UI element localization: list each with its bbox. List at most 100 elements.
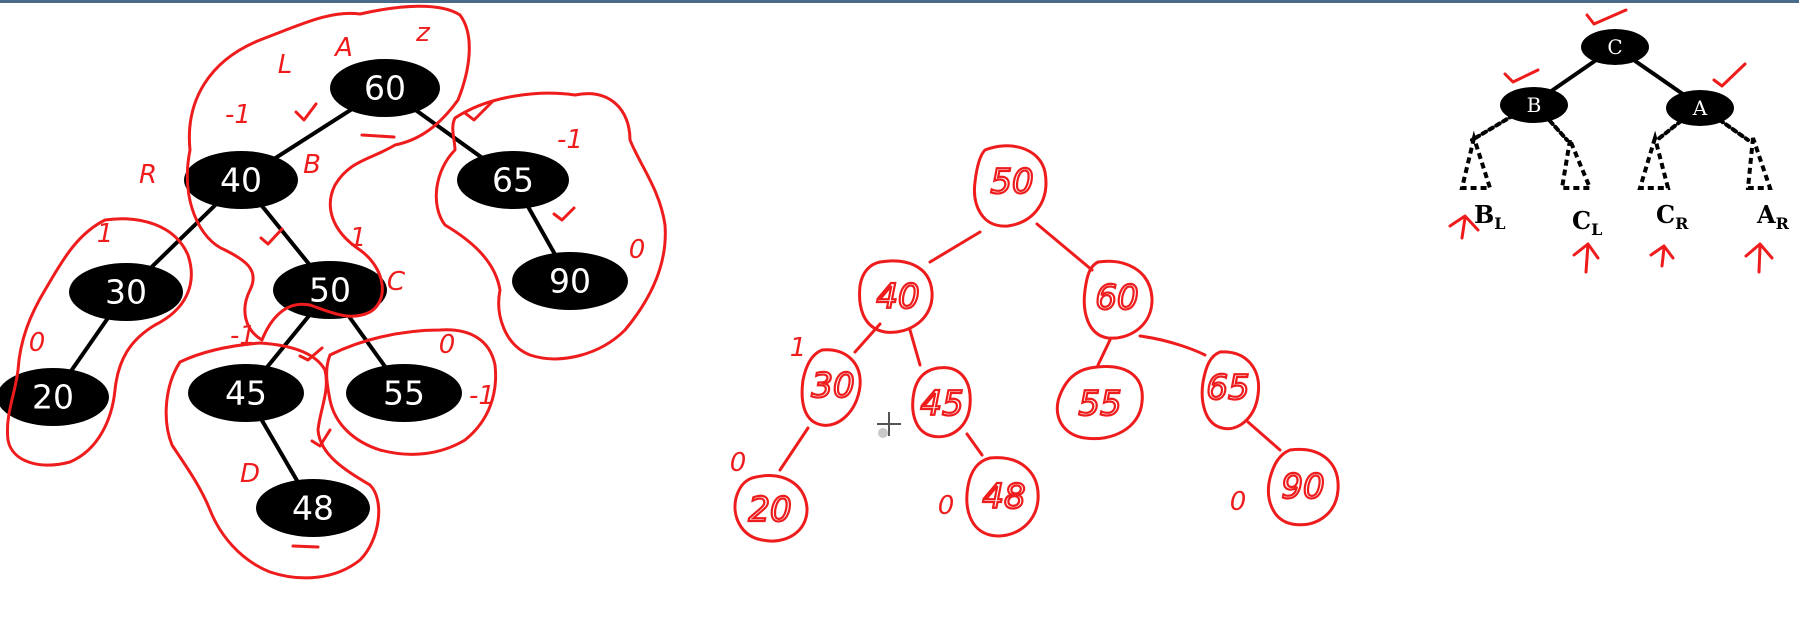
dash-mark: [360, 133, 396, 139]
subtree-label-cr: CR: [1656, 200, 1689, 233]
middle-node-48: 48: [965, 456, 1040, 538]
window-top-border: [0, 0, 1799, 3]
node-label: 40: [876, 277, 919, 317]
middle-node-90: 90: [1266, 447, 1340, 527]
middle-tree-edges: [778, 222, 1282, 472]
node-label: A: [1692, 96, 1708, 120]
edge-40-45: [908, 328, 922, 367]
ref-node-c: C: [1581, 29, 1649, 65]
ink-label: -1: [225, 100, 251, 130]
ink-label: -1: [469, 381, 495, 411]
ink-label: 0: [938, 491, 955, 521]
node-label: 65: [1206, 368, 1249, 408]
node-label: 30: [811, 366, 854, 406]
node-label: 50: [990, 162, 1033, 202]
ink-label: 1: [350, 223, 367, 253]
ref-node-b: B: [1500, 87, 1568, 123]
ink-label: A: [333, 33, 353, 63]
middle-node-55: 55: [1055, 365, 1144, 441]
middle-node-65: 65: [1200, 350, 1261, 431]
ink-label: D: [240, 459, 260, 489]
subtree-main-letter: A: [1756, 200, 1776, 229]
middle-node-40: 40: [858, 259, 934, 334]
middle-node-60: 60: [1082, 259, 1154, 340]
left-node-45: 45: [188, 364, 304, 422]
ink-blob-right: [434, 91, 667, 361]
check-mark: [310, 428, 332, 448]
crosshair-cursor-icon: [877, 412, 901, 438]
check-mark: [1712, 62, 1747, 88]
check-mark: [1503, 68, 1540, 84]
middle-node-45: 45: [911, 366, 972, 439]
dash-mark: [291, 544, 320, 549]
edge-60-55: [1096, 338, 1112, 367]
subtree-triangle-icon: [1745, 137, 1773, 190]
middle-node-20: 20: [733, 474, 809, 543]
left-tree-annotations: L A z R B -1 -1 1 1 C 0 -1 0 0 D -1: [5, 4, 667, 580]
left-node-20: 20: [0, 368, 109, 426]
subtree-triangle-icon: [1559, 132, 1593, 190]
left-node-90: 90: [512, 252, 628, 310]
node-label: 60: [1095, 278, 1138, 318]
node-label: 30: [105, 273, 147, 312]
node-label: C: [1607, 35, 1622, 59]
up-arrow-icon: [1448, 214, 1480, 240]
node-label: B: [1527, 93, 1542, 117]
ink-label: -1: [230, 321, 256, 351]
ink-blob-bottom: [164, 341, 381, 580]
ink-label: -1: [557, 125, 583, 155]
edge-45-48: [965, 432, 984, 457]
subtree-subscript: R: [1776, 214, 1790, 233]
ink-label: B: [303, 150, 321, 180]
node-label: 20: [32, 378, 74, 417]
ink-label: L: [278, 50, 293, 80]
check-mark: [259, 227, 284, 246]
node-label: 50: [309, 271, 351, 310]
reference-annotations: [1448, 8, 1774, 274]
edge-50-40: [928, 230, 982, 264]
subtree-main-letter: C: [1656, 200, 1675, 229]
ink-label: 0: [730, 448, 747, 478]
check-mark: [463, 100, 494, 122]
node-label: 45: [920, 384, 963, 424]
node-label: 40: [220, 161, 262, 200]
left-node-60: 60: [330, 59, 440, 117]
ink-label: C: [387, 267, 406, 297]
node-label: 48: [292, 489, 334, 528]
ink-label: 0: [629, 235, 646, 265]
subtree-subscript: L: [1591, 220, 1602, 239]
reference-tree: C B A BL CL CR AR: [1459, 29, 1790, 239]
edge-65-90: [1246, 420, 1282, 452]
node-label: 48: [982, 477, 1025, 517]
left-tree: 60 40 65 30 50 90 20 45: [0, 59, 628, 537]
left-node-65: 65: [457, 151, 569, 209]
edge-30-20: [778, 426, 810, 472]
edge-60-65: [1138, 334, 1207, 357]
check-mark: [298, 346, 324, 362]
subtree-label-bl: BL: [1474, 200, 1506, 233]
node-label: 55: [383, 374, 425, 413]
ink-blob-top: [185, 4, 471, 342]
subtree-label-cl: CL: [1572, 206, 1602, 239]
node-label: 60: [364, 69, 406, 108]
ink-blob-left: [5, 217, 193, 467]
ink-blob-55: [325, 328, 498, 456]
node-label: 90: [549, 262, 591, 301]
ink-label: R: [139, 160, 157, 190]
check-mark: [294, 102, 318, 122]
up-arrow-icon: [1649, 244, 1675, 268]
node-label: 55: [1078, 384, 1121, 424]
middle-tree: 50 40 60 30 45 55 65 20: [730, 144, 1340, 543]
ink-label: 0: [439, 330, 456, 360]
subtree-subscript: L: [1494, 214, 1505, 233]
ink-label: 1: [97, 219, 114, 249]
ink-label: 1: [790, 333, 807, 363]
node-label: 65: [492, 161, 534, 200]
left-node-48: 48: [256, 479, 370, 537]
middle-node-30: 30: [800, 348, 862, 427]
subtree-label-ar: AR: [1756, 200, 1790, 233]
check-mark: [1585, 8, 1628, 26]
ink-label: z: [415, 18, 431, 48]
ink-label: 0: [29, 328, 46, 358]
